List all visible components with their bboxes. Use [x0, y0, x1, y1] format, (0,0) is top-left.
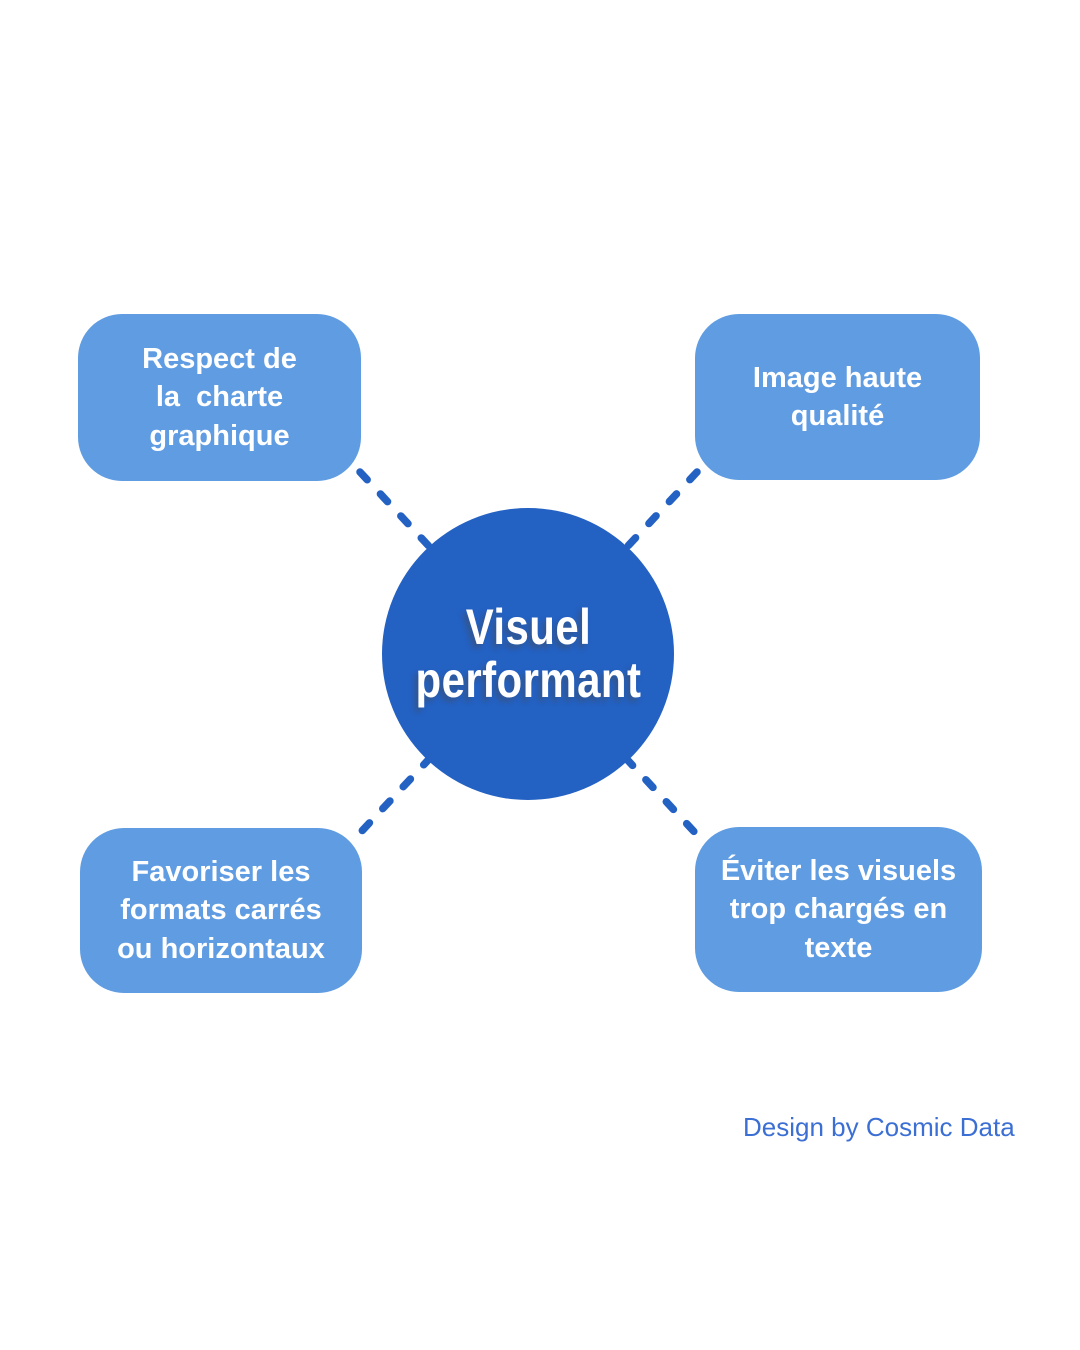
center-node-visuel-performant: Visuel performant [382, 508, 674, 800]
center-node-label: Visuel performant [415, 599, 641, 708]
node-eviter-visuels-charges: Éviter les visuels trop chargés en texte [695, 827, 982, 992]
node-respect-charte-graphique: Respect de la charte graphique [78, 314, 361, 481]
node-label: Éviter les visuels trop chargés en texte [720, 855, 957, 964]
node-label: Favoriser les formats carrés ou horizont… [117, 856, 325, 965]
node-label: Respect de la charte graphique [142, 343, 297, 452]
node-formats-carres-horizontaux: Favoriser les formats carrés ou horizont… [80, 828, 362, 993]
node-image-haute-qualite: Image haute qualité [695, 314, 980, 480]
node-label: Image haute qualité [752, 361, 923, 432]
credit-text: Design by Cosmic Data [743, 1112, 1015, 1142]
